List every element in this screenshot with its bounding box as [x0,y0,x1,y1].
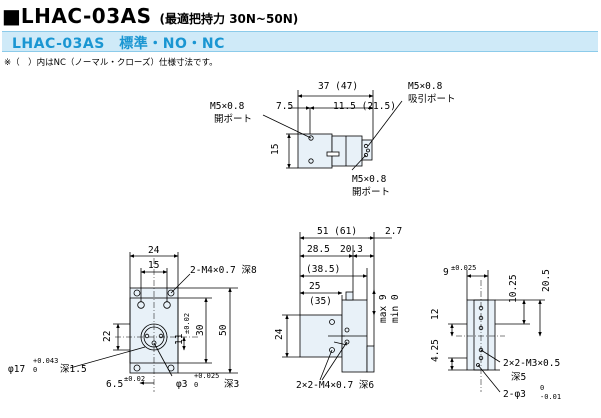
dim-28-5: 28.5 [307,244,330,255]
dim-25-side: 25 [309,281,320,292]
front-view [69,252,238,392]
end-pin-tol-lower: -0.01 [540,393,561,401]
stroke-min: min 0 [390,294,401,323]
top-body [297,133,333,169]
open-port-size: M5×0.8 [210,101,245,112]
side-view-labels: 51 (61) 2.7 28.5 20.3 (38.5) 25 (35) max… [274,226,402,391]
dim-11-5: 11.5 (21.5) [333,101,396,112]
dim-11: 11 [174,333,185,345]
suction-port-label: 吸引ポート [408,94,456,105]
grip-force-label: (最適把持力 30N~50N) [159,12,299,26]
dim-7-5: 7.5 [276,101,293,112]
pin-tol-upper: +0.025 [194,372,219,380]
pin-diameter: φ3 [176,379,187,390]
bore-tol-lower: 0 [33,366,37,374]
subtitle-text: LHAC-03AS 標準・NO・NC [12,36,225,52]
close-port-size: M5×0.8 [408,81,443,92]
bore-depth: 深1.5 [60,364,87,375]
front-view-labels: 24 15 2-M4×0.7 深8 22 11 ±0.02 30 50 φ17 … [8,245,257,390]
dim-50: 50 [218,324,229,336]
end-view-labels: 9 ±0.025 10.25 20.5 12 4.25 2×2-M3×0.5 深… [430,264,561,401]
dim-38-5: (38.5) [306,264,340,275]
dim-12: 12 [430,309,441,320]
dim-11-tol: ±0.02 [183,313,191,334]
stroke-max: max 9 [378,294,389,323]
tap-m4-label: 2-M4×0.7 深8 [190,265,257,276]
dim-6-5: 6.5 [106,379,123,390]
dim-35: (35) [309,296,332,307]
dim-30: 30 [195,324,206,336]
top-port-open [308,135,314,141]
end-tap-depth: 深5 [511,372,526,383]
end-pin-tol-upper: 0 [540,384,544,392]
top-view [262,90,403,171]
dim-24-front: 24 [148,245,160,256]
end-tap-label: 2×2-M3×0.5 [503,358,560,369]
dim-20-5: 20.5 [541,269,552,292]
open-port-label: 開ポート [214,114,252,125]
end-view [448,270,545,393]
dim-15-top: 15 [270,144,281,155]
subtitle-bar: LHAC-03AS 標準・NO・NC [2,31,598,52]
bore-tol-upper: +0.043 [33,357,58,365]
dim-6-5-tol: ±0.02 [124,375,145,383]
end-pin-label: 2-φ3 [503,389,526,400]
footnote: ※（ ）内はNC（ノーマル・クローズ）仕様寸法です。 [4,58,218,68]
dim-9-tol: ±0.025 [451,264,476,272]
pin-depth: 深3 [224,379,239,390]
open-port-size-2: M5×0.8 [352,174,387,185]
dim-22: 22 [102,331,113,342]
top-finger [361,139,373,161]
side-view [282,232,392,381]
dim-9: 9 [443,267,449,278]
dim-2-7: 2.7 [385,226,402,237]
dim-10-25: 10.25 [508,274,519,303]
dim-4-25: 4.25 [430,339,441,362]
page-title: ■ LHAC-03AS (最適把持力 30N~50N) [2,4,298,28]
dim-24-side: 24 [274,328,285,340]
dim-15-front: 15 [148,260,159,271]
dim-51: 51 (61) [317,226,357,237]
pin-tol-lower: 0 [194,381,198,389]
dim-37: 37 (47) [318,81,358,92]
top-view-labels: 37 (47) M5×0.8 吸引ポート M5×0.8 7.5 11.5 (21… [210,81,456,198]
dim-20-3: 20.3 [340,244,363,255]
open-port-label-2: 開ポート [352,187,390,198]
title-square-mark: ■ [2,4,21,28]
model-name: LHAC-03AS [20,4,152,28]
top-jaw [331,135,363,167]
side-tap-label: 2×2-M4×0.7 深6 [296,380,374,391]
bore-diameter: φ17 [8,364,25,375]
